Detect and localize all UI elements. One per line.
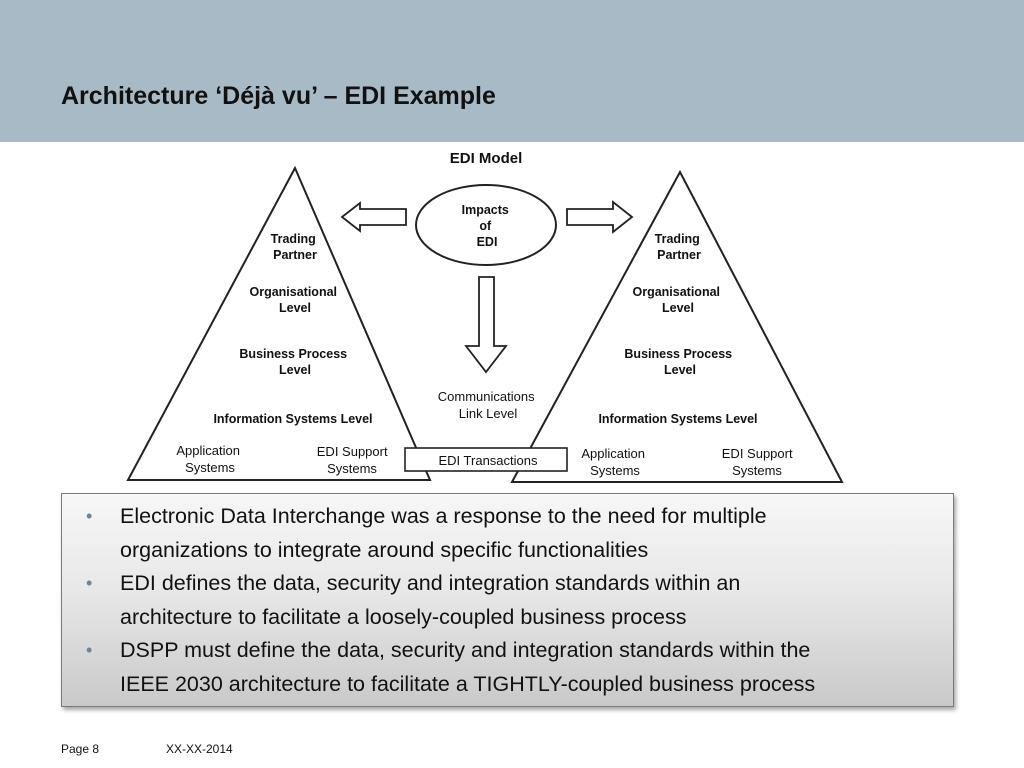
label-line: Level bbox=[662, 301, 694, 315]
left-triangle bbox=[126, 165, 432, 481]
bullet-box: • Electronic Data Interchange was a resp… bbox=[61, 493, 954, 707]
down-arrow bbox=[464, 276, 508, 374]
bullet-line: DSPP must define the data, security and … bbox=[120, 638, 811, 662]
bullet-item: • Electronic Data Interchange was a resp… bbox=[62, 500, 953, 567]
right-organisational-level: Organisational Level bbox=[632, 285, 723, 315]
right-trading-partner: Trading Partner bbox=[655, 232, 704, 262]
label-line: Trading bbox=[271, 232, 316, 246]
label-line: Level bbox=[279, 301, 311, 315]
left-edi-support-systems: EDI Support Systems bbox=[317, 444, 391, 476]
slide-title: Architecture ‘Déjà vu’ – EDI Example bbox=[61, 82, 496, 110]
label-line: Systems bbox=[327, 461, 377, 476]
label-line: Partner bbox=[273, 248, 317, 262]
bullet-item: • DSPP must define the data, security an… bbox=[62, 634, 953, 701]
right-triangle bbox=[510, 169, 844, 483]
left-trading-partner: Trading Partner bbox=[271, 232, 320, 262]
edi-model-title: EDI Model bbox=[450, 150, 523, 167]
label-line: Application bbox=[581, 446, 645, 461]
label-line: EDI Support bbox=[722, 446, 793, 461]
bullet-line: EDI defines the data, security and integ… bbox=[120, 571, 741, 595]
impacts-line: of bbox=[479, 219, 492, 233]
label-line: Application bbox=[176, 443, 240, 458]
header-band bbox=[0, 0, 1024, 142]
bullet-marker: • bbox=[86, 506, 93, 526]
bullet-item: • EDI defines the data, security and int… bbox=[62, 567, 953, 634]
edi-transactions-box bbox=[404, 447, 568, 472]
communications-line: Communications bbox=[438, 389, 535, 404]
label-line: Partner bbox=[657, 248, 701, 262]
right-arrow bbox=[566, 200, 634, 234]
left-application-systems: Application Systems bbox=[176, 443, 243, 475]
footer-date: XX-XX-2014 bbox=[166, 742, 233, 756]
left-business-process-level: Business Process Level bbox=[239, 347, 350, 377]
right-edi-support-systems: EDI Support Systems bbox=[722, 446, 796, 478]
impacts-line: Impacts bbox=[462, 203, 509, 217]
right-information-systems-level: Information Systems Level bbox=[598, 412, 757, 426]
label-line: Systems bbox=[590, 463, 640, 478]
label-line: EDI Support bbox=[317, 444, 388, 459]
right-business-process-level: Business Process Level bbox=[624, 347, 735, 377]
label-line: Level bbox=[664, 363, 696, 377]
bullet-list: • Electronic Data Interchange was a resp… bbox=[62, 494, 953, 701]
impacts-line: EDI bbox=[477, 235, 498, 249]
bullet-line: organizations to integrate around specif… bbox=[120, 537, 649, 562]
bullet-marker: • bbox=[86, 573, 93, 593]
label-line: Business Process bbox=[239, 347, 347, 361]
communications-link-level: Communications Link Level bbox=[438, 389, 538, 421]
edi-model-diagram: EDI Model Impacts of EDI Communications … bbox=[126, 150, 844, 483]
label-line: Systems bbox=[732, 463, 782, 478]
bullet-marker: • bbox=[86, 640, 93, 660]
label-line: Organisational bbox=[249, 285, 337, 299]
label-line: Trading bbox=[655, 232, 700, 246]
edi-transactions-label: EDI Transactions bbox=[439, 453, 538, 468]
impacts-ellipse bbox=[415, 184, 557, 266]
label-line: Business Process bbox=[624, 347, 732, 361]
communications-line: Link Level bbox=[459, 406, 518, 421]
label-line: Organisational bbox=[632, 285, 720, 299]
label-line: Systems bbox=[185, 460, 235, 475]
bullet-line: Electronic Data Interchange was a respon… bbox=[120, 504, 767, 528]
right-application-systems: Application Systems bbox=[581, 446, 648, 478]
impacts-label: Impacts of EDI bbox=[462, 203, 513, 249]
bullet-line: architecture to facilitate a loosely-cou… bbox=[120, 604, 687, 629]
left-organisational-level: Organisational Level bbox=[249, 285, 340, 315]
label-line: Level bbox=[279, 363, 311, 377]
left-information-systems-level: Information Systems Level bbox=[213, 412, 372, 426]
left-arrow bbox=[340, 201, 407, 233]
footer-page-number: Page 8 bbox=[61, 742, 100, 756]
bullet-line: IEEE 2030 architecture to facilitate a T… bbox=[120, 671, 816, 696]
